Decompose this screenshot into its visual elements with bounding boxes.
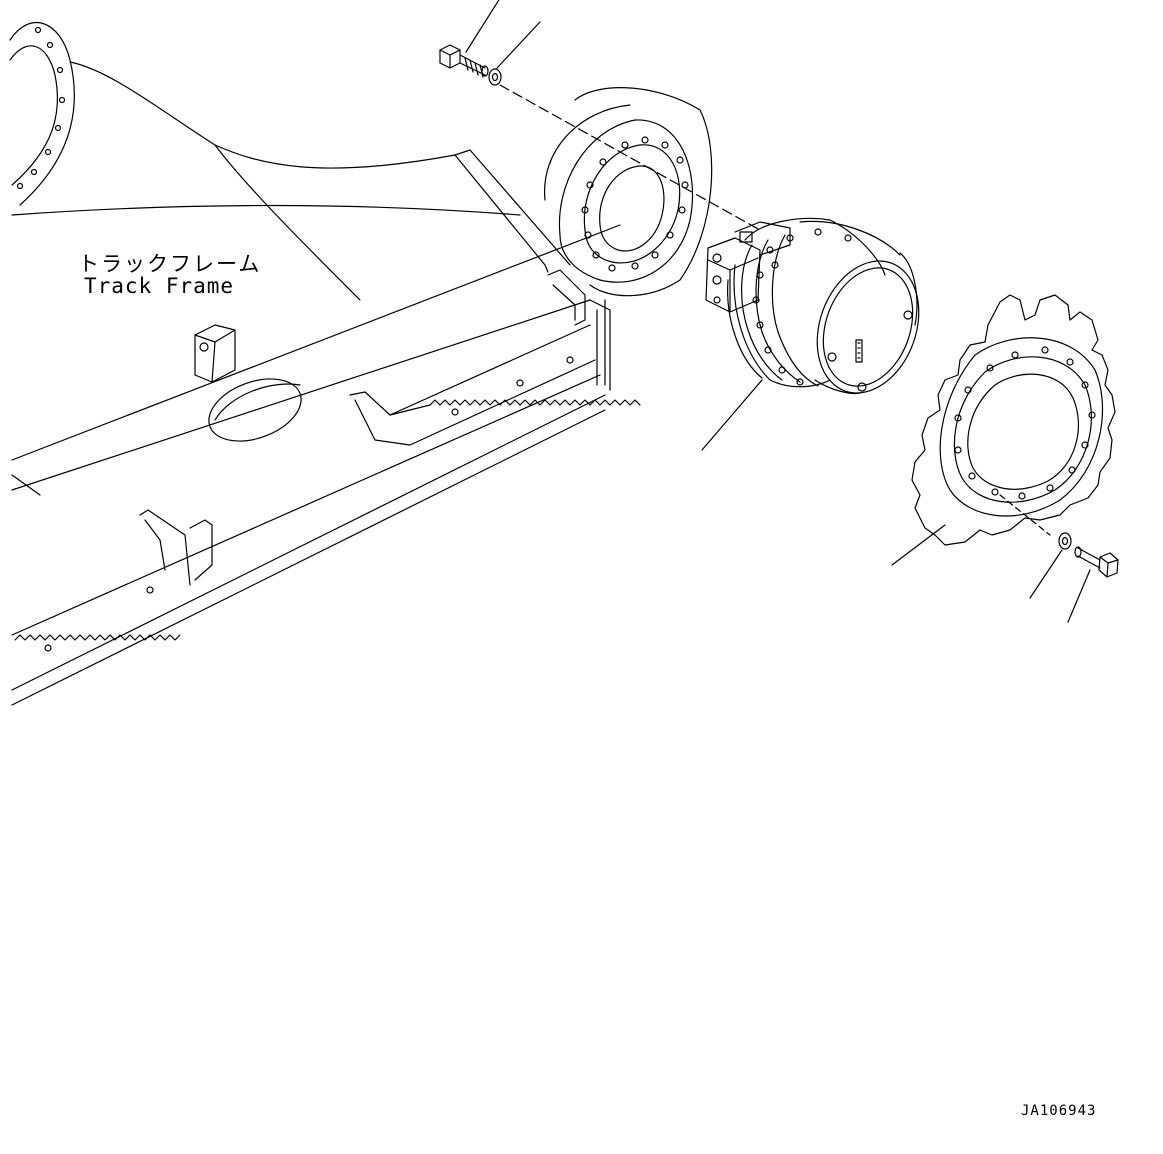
track-frame-label-jp: トラックフレーム bbox=[78, 252, 262, 276]
swing-circle bbox=[10, 23, 74, 205]
motor-mount-boss bbox=[545, 88, 712, 296]
washer-lower bbox=[1030, 533, 1071, 598]
drawing-number: JA106943 bbox=[1021, 1103, 1097, 1119]
frame-oval-hole bbox=[200, 367, 309, 452]
track-guard-lower bbox=[15, 635, 180, 640]
final-drive-motor bbox=[702, 218, 936, 450]
washer-upper bbox=[489, 22, 540, 85]
mounting-bolt-upper bbox=[440, 0, 502, 77]
sprocket bbox=[892, 295, 1115, 565]
track-frame bbox=[10, 23, 760, 705]
motor-end-cap bbox=[800, 247, 937, 408]
track-frame-label-en: Track Frame bbox=[84, 274, 235, 298]
track-guard-upper bbox=[430, 400, 640, 405]
mounting-bolt-lower bbox=[1068, 547, 1118, 622]
frame-bracket-block bbox=[195, 325, 235, 382]
